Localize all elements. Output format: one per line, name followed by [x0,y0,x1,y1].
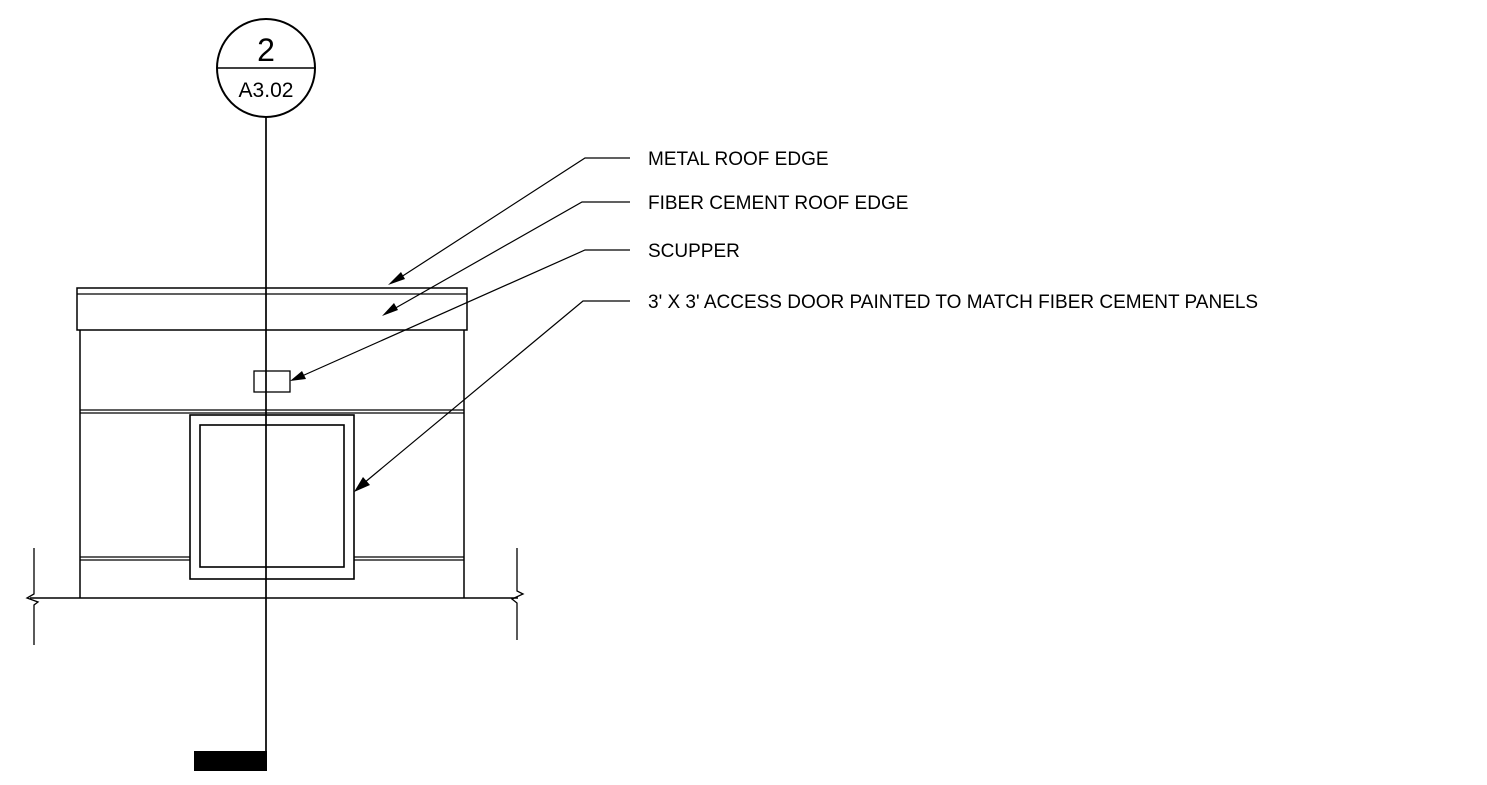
access-door-panel [199,424,345,568]
scupper [253,370,291,393]
callout-access-door: 3' X 3' ACCESS DOOR PAINTED TO MATCH FIB… [648,292,1258,313]
arrowhead-scupper [290,371,306,381]
building-elevation [76,287,468,598]
section-tag-number: 2 [257,32,275,68]
callout-scupper: SCUPPER [648,241,740,262]
break-line-right [510,548,525,640]
arrowhead-fiber-cement [382,303,398,316]
metal-roof-edge [76,287,468,331]
break-line-left [25,548,40,645]
arrowhead-metal-roof-edge [388,272,405,285]
section-tag: 2 A3.02 [216,18,316,118]
section-cut-line [194,117,267,771]
arrowhead-access-door [354,477,370,492]
callout-metal-roof-edge: METAL ROOF EDGE [648,149,829,170]
callout-notes: METAL ROOF EDGE FIBER CEMENT ROOF EDGE S… [648,149,1258,313]
callout-fiber-cement-roof-edge: FIBER CEMENT ROOF EDGE [648,193,908,214]
ground-line [25,548,525,645]
access-door-frame [189,414,355,580]
leaders [290,157,630,492]
section-tag-sheet: A3.02 [239,79,294,102]
section-cut-arrow-head [194,751,267,771]
